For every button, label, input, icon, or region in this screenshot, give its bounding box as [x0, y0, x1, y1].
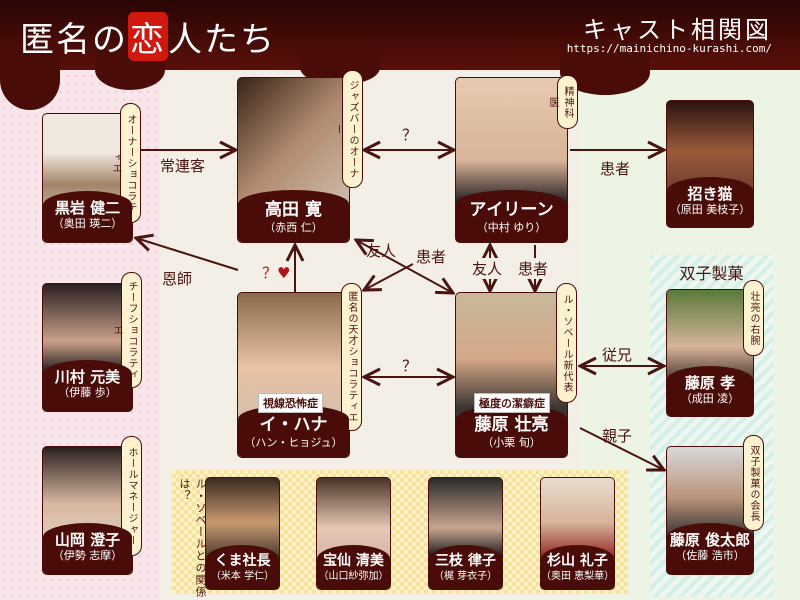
relation-label: 常連客: [160, 157, 206, 175]
relation-label: 友人: [366, 242, 397, 260]
character-card-saegusa[interactable]: 三枝 律子（梶 芽衣子）: [428, 477, 503, 590]
character-name: アイリーン: [469, 199, 554, 220]
actor-name: （奥田 瑛二）: [52, 216, 123, 230]
role-tag: 壮亮の右腕: [743, 280, 764, 356]
character-name: くま社長: [214, 552, 271, 569]
character-card-yamaoka[interactable]: 山岡 澄子（伊勢 志摩）: [42, 446, 133, 575]
character-card-hana[interactable]: イ・ハナ（ハン・ヒョジュ） 視線恐怖症: [237, 292, 350, 458]
page-subtitle: キャスト相関図: [583, 16, 772, 44]
character-name: イ・ハナ: [259, 414, 328, 435]
character-card-manekineko[interactable]: 招き猫（原田 美枝子）: [666, 100, 754, 228]
character-card-hosen[interactable]: 宝仙 清美（山口紗弥加）: [316, 477, 391, 590]
actor-name: （佐藤 浩市）: [675, 549, 745, 563]
trait-badge: 視線恐怖症: [258, 393, 323, 413]
relation-label: 患者: [416, 248, 447, 266]
character-card-irene[interactable]: アイリーン（中村 ゆり）: [455, 77, 568, 243]
character-card-sosuke[interactable]: 藤原 壮亮（小栗 旬） 極度の潔癖症: [455, 292, 568, 458]
actor-name: （中村 ゆり）: [476, 220, 547, 234]
character-name: 招き猫: [687, 184, 733, 203]
character-name: 山岡 澄子: [54, 531, 121, 550]
arrow-irene-hana: [364, 263, 414, 290]
role-tag: ジャズバーのオーナー: [332, 70, 363, 188]
relation-label: 友人: [472, 258, 503, 279]
character-name: 川村 元美: [54, 368, 121, 387]
actor-name: （伊藤 歩）: [58, 386, 117, 400]
character-name: 三枝 律子: [435, 552, 496, 569]
relation-label: ？♥: [262, 264, 291, 282]
character-name: 藤原 壮亮: [474, 414, 549, 435]
chocolate-drip: [0, 50, 60, 110]
actor-name: （山口紗弥加）: [318, 570, 389, 582]
relation-label: 従兄: [602, 346, 633, 364]
character-name: 藤原 俊太郎: [669, 531, 751, 550]
character-card-sugiyama[interactable]: 杉山 礼子（奥田 恵梨華）: [540, 477, 615, 590]
relation-label: 恩師: [162, 270, 193, 288]
character-card-kuma[interactable]: くま社長（米本 学仁）: [205, 477, 280, 590]
character-name: 宝仙 清美: [323, 552, 384, 569]
title-koi-highlight: 恋: [128, 12, 168, 61]
relation-label: 親子: [602, 427, 633, 445]
character-card-shuntaro[interactable]: 藤原 俊太郎（佐藤 浩市）: [666, 446, 754, 575]
actor-name: （小栗 旬）: [482, 435, 541, 449]
role-tag: ル・ソベール新代表: [556, 283, 577, 403]
role-tag: 匿名の天才ショコラティエ: [341, 283, 362, 431]
source-url[interactable]: https://mainichino-kurashi.com/: [566, 42, 772, 55]
character-name: 高田 寛: [265, 199, 322, 220]
unknown-relation-label: ル・ソベールとの関係は？: [178, 478, 207, 598]
character-card-takashi[interactable]: 藤原 孝（成田 凌）: [666, 289, 754, 417]
role-tag: チーフショコラティエ: [111, 272, 142, 388]
actor-name: （原田 美枝子）: [669, 202, 751, 216]
relation-label: 患者: [518, 258, 549, 279]
role-tag: 精神科医: [547, 75, 578, 129]
role-tag: オーナーショコラティエ: [110, 103, 141, 223]
character-name: 黒岩 健二: [54, 198, 121, 217]
relation-label: ？: [402, 357, 418, 375]
arrow-sosuke-shuntaro: [579, 427, 664, 470]
role-tag: 双子製菓の会長: [743, 435, 764, 531]
heart-icon: ♥: [277, 264, 291, 282]
actor-name: （ハン・ヒョジュ）: [244, 435, 343, 449]
relation-label: 患者: [600, 160, 631, 178]
actor-name: （成田 凌）: [680, 391, 740, 405]
character-name: 杉山 礼子: [547, 552, 608, 569]
arrow-takada-sosuke: [356, 240, 453, 293]
actor-name: （米本 学仁）: [210, 570, 275, 582]
character-card-kawamura[interactable]: 川村 元美（伊藤 歩）: [42, 283, 133, 412]
page-title: 匿名の恋人たち: [20, 12, 276, 61]
trait-badge: 極度の潔癖症: [474, 393, 550, 413]
actor-name: （赤西 仁）: [264, 220, 323, 234]
character-card-takada[interactable]: 高田 寛（赤西 仁）: [237, 77, 350, 243]
actor-name: （伊勢 志摩）: [52, 549, 123, 563]
twins-group-title: 双子製菓: [679, 264, 744, 283]
actor-name: （梶 芽衣子）: [433, 570, 498, 582]
character-name: 藤原 孝: [684, 373, 736, 392]
arrow-hana-kuroiwa: [136, 238, 239, 271]
relation-label: ？: [402, 126, 418, 144]
actor-name: （奥田 恵梨華）: [541, 570, 615, 582]
character-card-kuroiwa[interactable]: 黒岩 健二（奥田 瑛二）: [42, 113, 133, 243]
